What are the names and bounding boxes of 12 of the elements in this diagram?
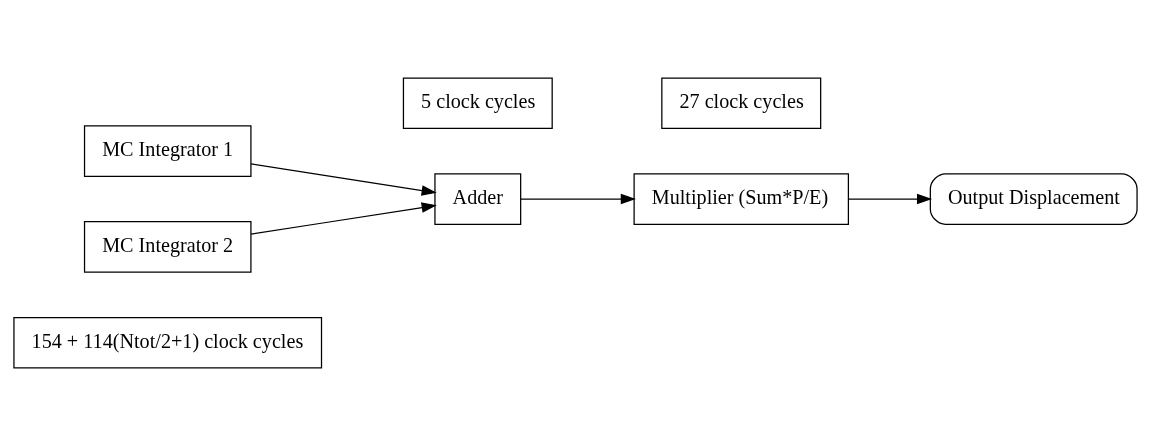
node-box: Output Displacement bbox=[929, 172, 1138, 225]
arrow bbox=[250, 201, 437, 235]
node-box: MC Integrator 1 bbox=[83, 124, 252, 177]
node-box: MC Integrator 2 bbox=[83, 220, 252, 273]
node-box: Adder bbox=[434, 172, 522, 225]
node-box: 27 clock cycles bbox=[661, 76, 822, 129]
node-box: 5 clock cycles bbox=[402, 76, 553, 129]
node-box: Multiplier (Sum*P/E) bbox=[633, 172, 850, 225]
arrow bbox=[250, 162, 437, 196]
node-box: 154 + 114(Ntot/2+1) clock cycles bbox=[13, 316, 323, 369]
arrow bbox=[847, 193, 933, 204]
arrow bbox=[520, 193, 636, 204]
